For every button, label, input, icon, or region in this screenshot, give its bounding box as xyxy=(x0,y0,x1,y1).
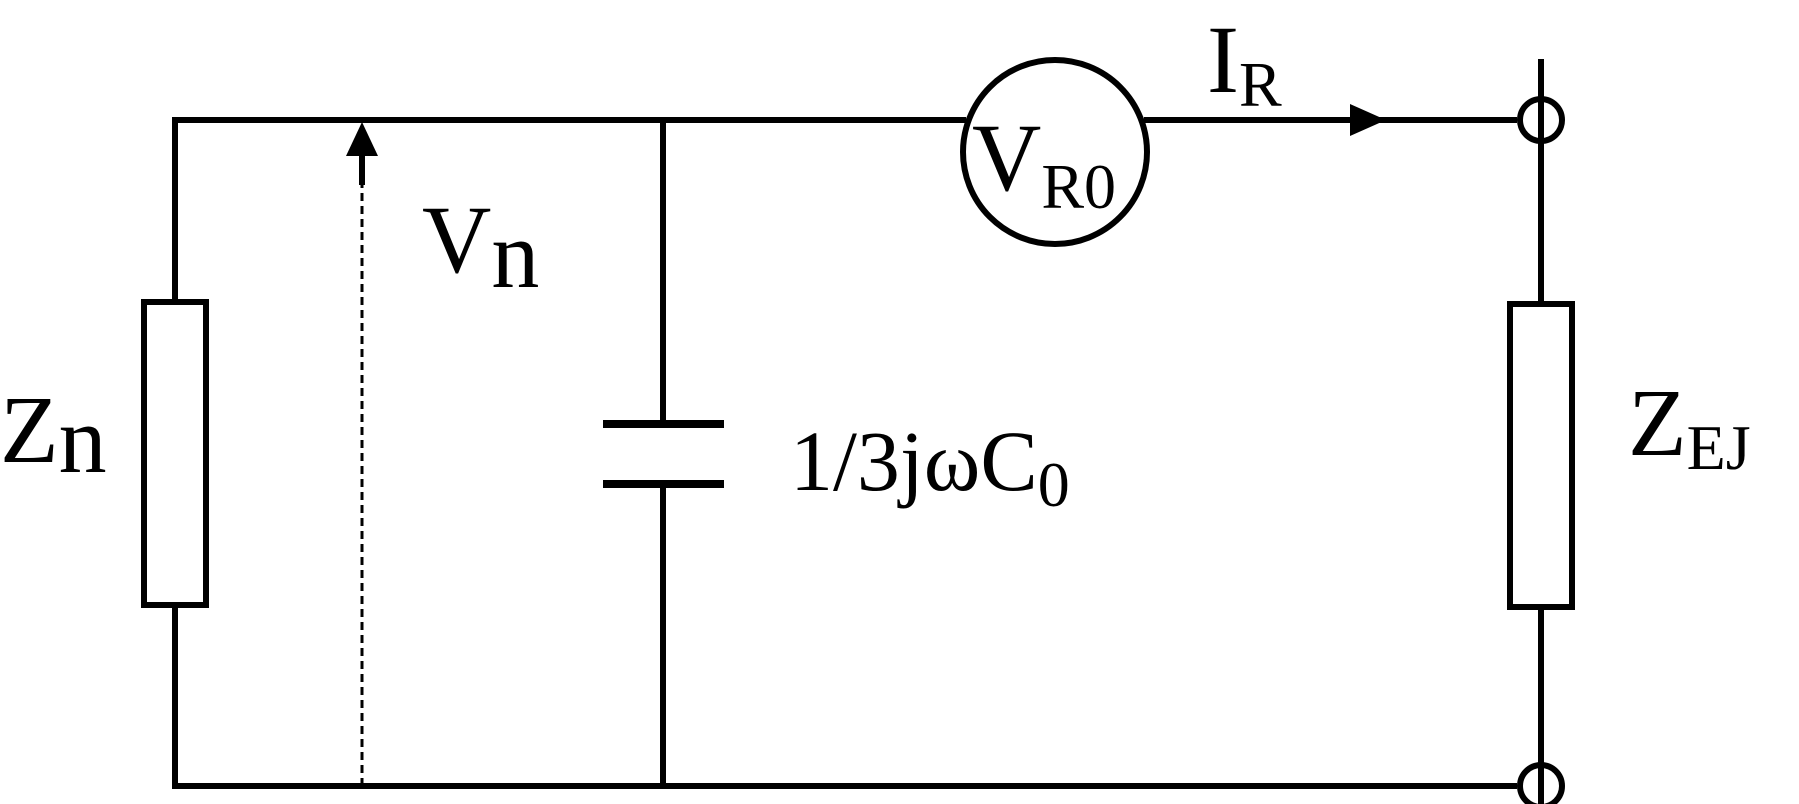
label-vn-main: V xyxy=(422,186,491,293)
ir-arrow-head xyxy=(1350,104,1386,136)
vr0-source-circle xyxy=(960,57,1150,247)
terminal-top xyxy=(1517,96,1565,144)
label-capacitor-sub: 0 xyxy=(1038,449,1070,520)
vn-arrow-head xyxy=(346,122,378,156)
label-vr0: VR0 xyxy=(972,104,1116,222)
label-zej-sub: EJ xyxy=(1687,412,1751,483)
label-ir-sub: R xyxy=(1239,49,1282,120)
label-vr0-main: V xyxy=(972,104,1041,211)
label-capacitor: 1/3jωC0 xyxy=(790,413,1070,520)
label-zn-main: Z xyxy=(0,376,59,483)
label-zn: Zn xyxy=(0,376,107,493)
label-zej: ZEJ xyxy=(1628,369,1751,483)
terminal-bottom xyxy=(1517,762,1565,804)
label-ir-main: I xyxy=(1207,6,1239,113)
label-ir: IR xyxy=(1207,6,1282,120)
label-vn: Vn xyxy=(422,186,539,308)
label-vn-sub: n xyxy=(491,201,539,308)
label-zn-sub: n xyxy=(59,386,107,493)
zn-resistor xyxy=(141,299,209,608)
label-vr0-sub: R0 xyxy=(1041,151,1116,222)
label-capacitor-main: 1/3jωC xyxy=(790,413,1038,509)
label-zej-main: Z xyxy=(1628,369,1687,476)
zej-resistor xyxy=(1507,301,1575,610)
